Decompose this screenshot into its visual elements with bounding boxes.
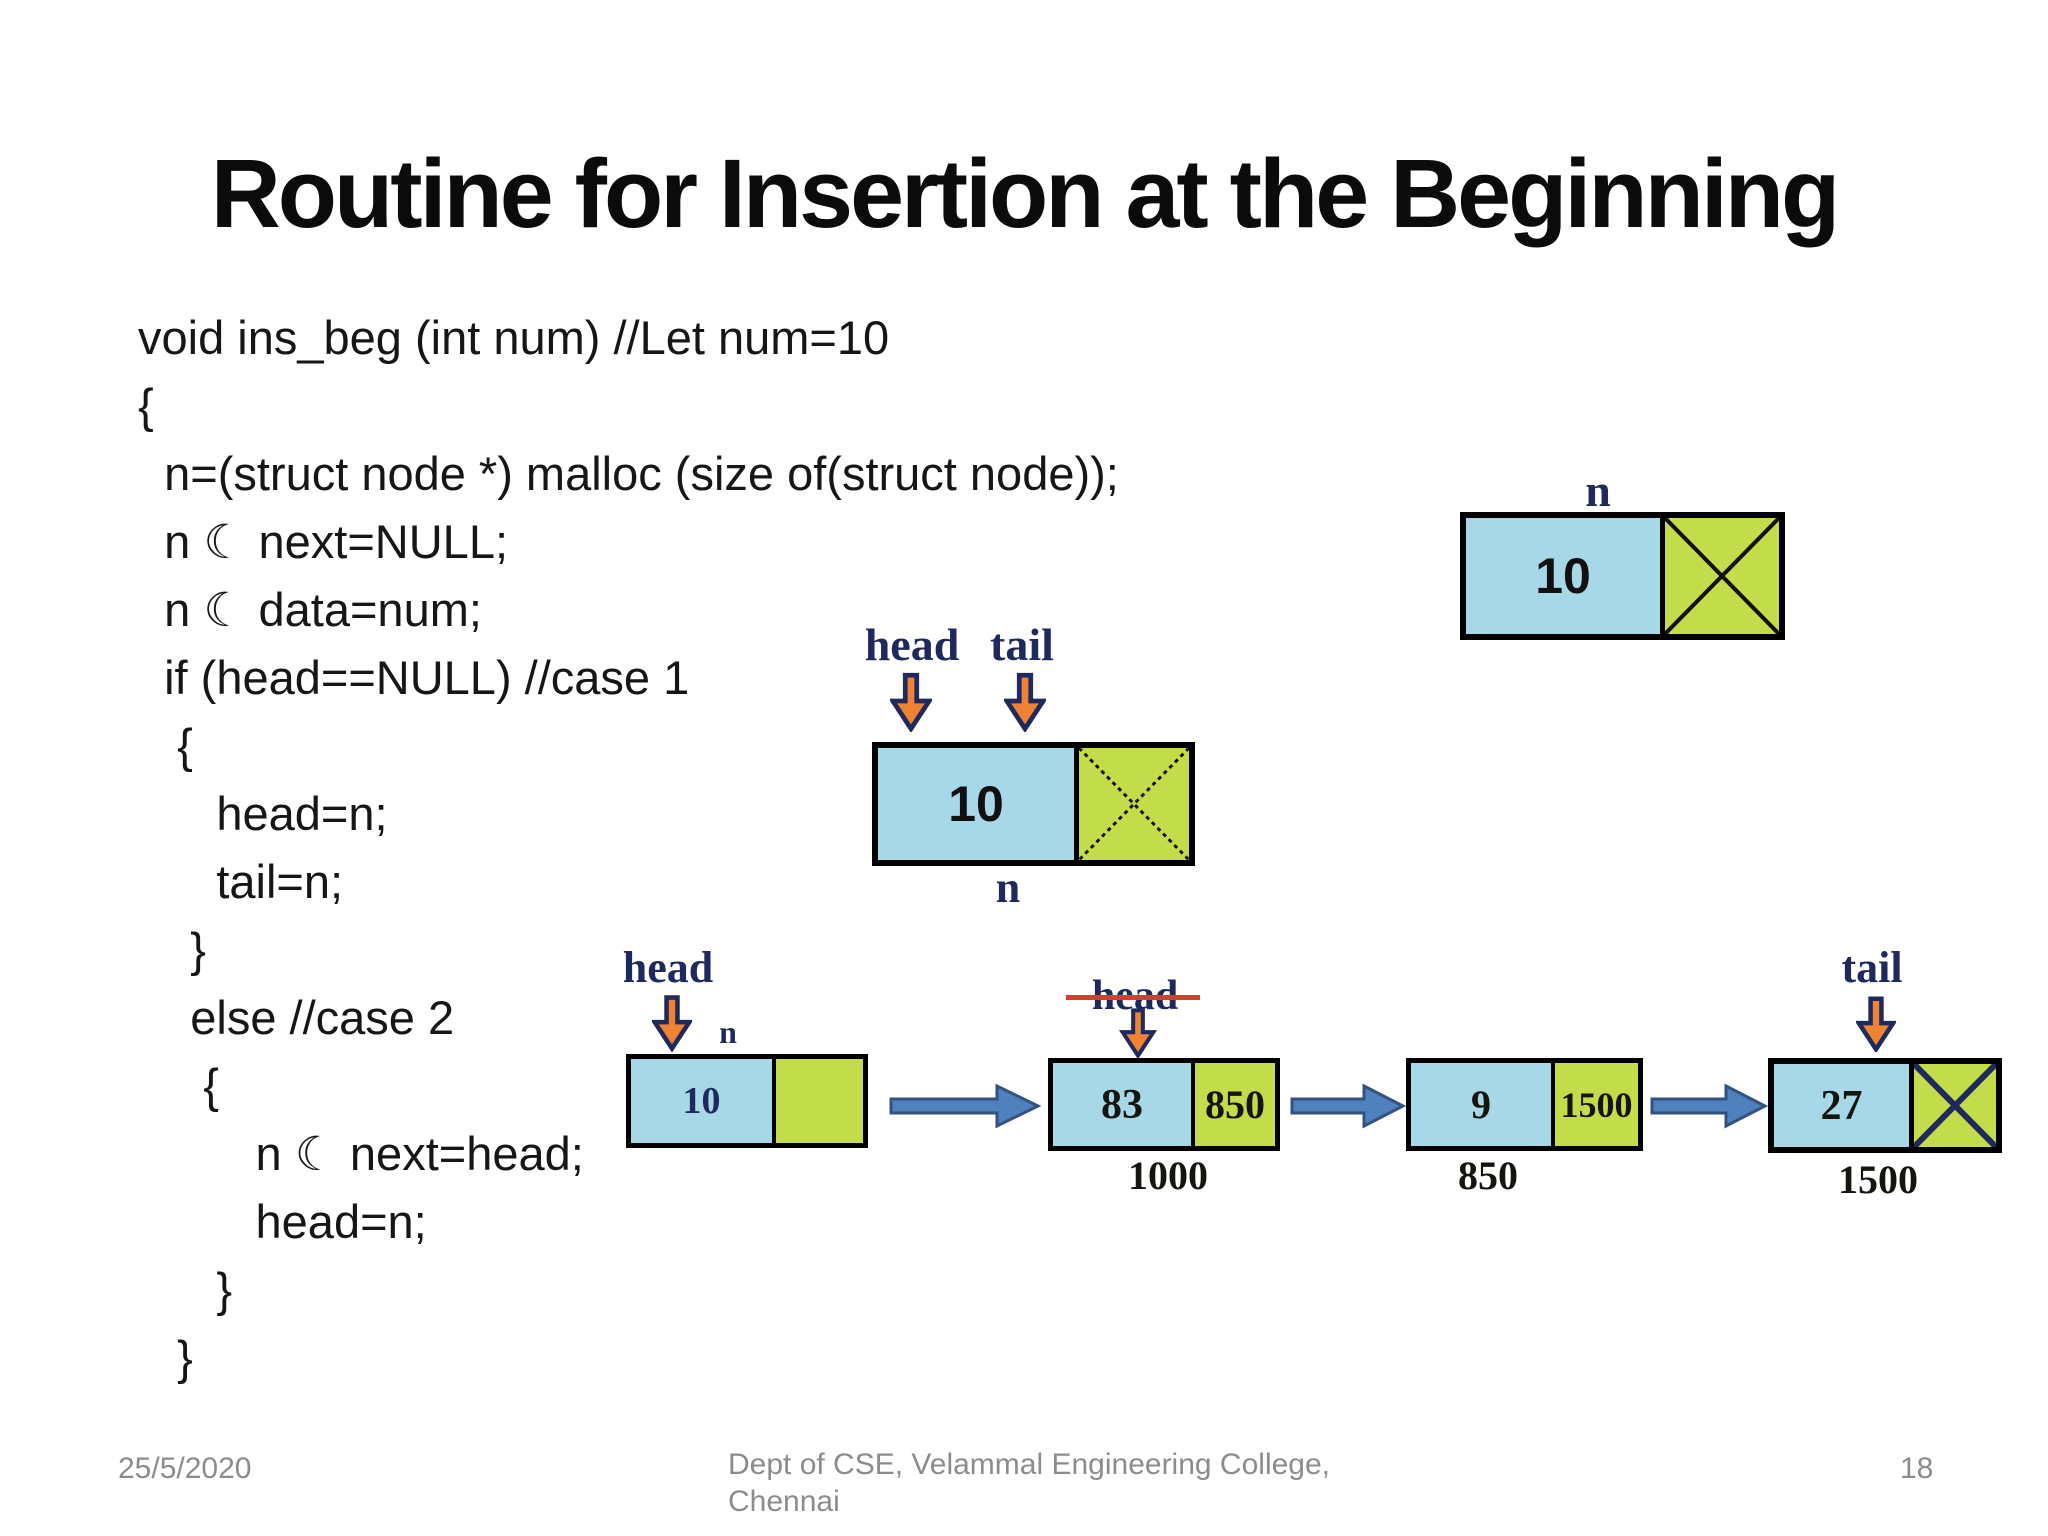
code-line: n ☾ next=NULL;: [138, 515, 509, 568]
node-9: 9 1500: [1406, 1058, 1643, 1151]
new-node-label: n: [719, 1014, 737, 1050]
tail-label: tail: [1841, 943, 1903, 992]
footer-page-number: 18: [1900, 1452, 1934, 1485]
head-label: head: [622, 943, 714, 992]
code-block: void ins_beg (int num) //Let num=10 { n=…: [138, 304, 1119, 1392]
code-line: n ☾ next=head;: [138, 1127, 584, 1180]
down-arrow-icon: [1856, 996, 1896, 1052]
node-next-cell: [772, 1059, 863, 1143]
down-arrow-icon: [652, 995, 692, 1052]
node-address: 850: [1458, 1153, 1518, 1198]
new-node-label: n: [1585, 465, 1611, 516]
code-line: }: [138, 923, 206, 976]
node-next-cell: [1074, 748, 1189, 860]
node-data-cell: 10: [878, 748, 1074, 860]
null-x-icon: [1914, 1064, 1996, 1147]
footer-org-line1: Dept of CSE, Velammal Engineering Colleg…: [728, 1448, 1330, 1481]
footer-org-line2: Chennai: [728, 1485, 840, 1518]
node-next-cell: [1909, 1064, 1996, 1147]
footer-date: 25/5/2020: [118, 1452, 252, 1485]
code-line: else //case 2: [138, 991, 455, 1044]
null-x-icon: [1079, 748, 1189, 860]
node-10: 10: [626, 1054, 868, 1148]
code-line: head=n;: [138, 787, 388, 840]
code-line: head=n;: [138, 1195, 427, 1248]
node-data-cell: 10: [631, 1059, 772, 1143]
down-arrow-icon: [1004, 672, 1046, 732]
code-line: {: [138, 1059, 219, 1112]
node-data-cell: 83: [1053, 1063, 1191, 1146]
node-next-cell: 850: [1191, 1063, 1275, 1146]
node-next-cell: 1500: [1551, 1063, 1638, 1146]
node-data-cell: 9: [1411, 1063, 1551, 1146]
code-line: void ins_beg (int num) //Let num=10: [138, 311, 890, 364]
code-line: {: [138, 379, 154, 432]
node-address: 1000: [1128, 1153, 1208, 1198]
down-arrow-icon: [890, 672, 932, 732]
code-line: tail=n;: [138, 855, 344, 908]
null-x-icon: [1665, 518, 1779, 634]
node-address: 1500: [1838, 1157, 1918, 1202]
code-line: if (head==NULL) //case 1: [138, 651, 690, 704]
node-data-cell: 10: [1466, 518, 1660, 634]
link-arrow-icon: [889, 1083, 1041, 1129]
code-line: n=(struct node *) malloc (size of(struct…: [138, 447, 1119, 500]
node-27: 27: [1768, 1058, 2002, 1153]
head-label: head: [864, 619, 960, 670]
node-next-cell: [1660, 518, 1779, 634]
link-arrow-icon: [1290, 1083, 1406, 1129]
strikethrough-line: [1066, 995, 1200, 1000]
code-line: }: [138, 1263, 233, 1316]
tail-label: tail: [990, 619, 1054, 670]
node-single: 10: [872, 742, 1195, 866]
down-arrow-icon: [1119, 1008, 1157, 1058]
node-data-cell: 27: [1774, 1064, 1909, 1147]
code-line: {: [138, 719, 193, 772]
footer-org: Dept of CSE, Velammal Engineering Colleg…: [728, 1446, 1330, 1520]
node-new: 10: [1460, 512, 1785, 640]
node-83: 83 850: [1048, 1058, 1280, 1151]
page-title: Routine for Insertion at the Beginning: [210, 139, 1841, 248]
code-line: }: [138, 1331, 193, 1384]
link-arrow-icon: [1650, 1083, 1768, 1129]
code-line: n ☾ data=num;: [138, 583, 482, 636]
node-label: n: [995, 863, 1021, 912]
